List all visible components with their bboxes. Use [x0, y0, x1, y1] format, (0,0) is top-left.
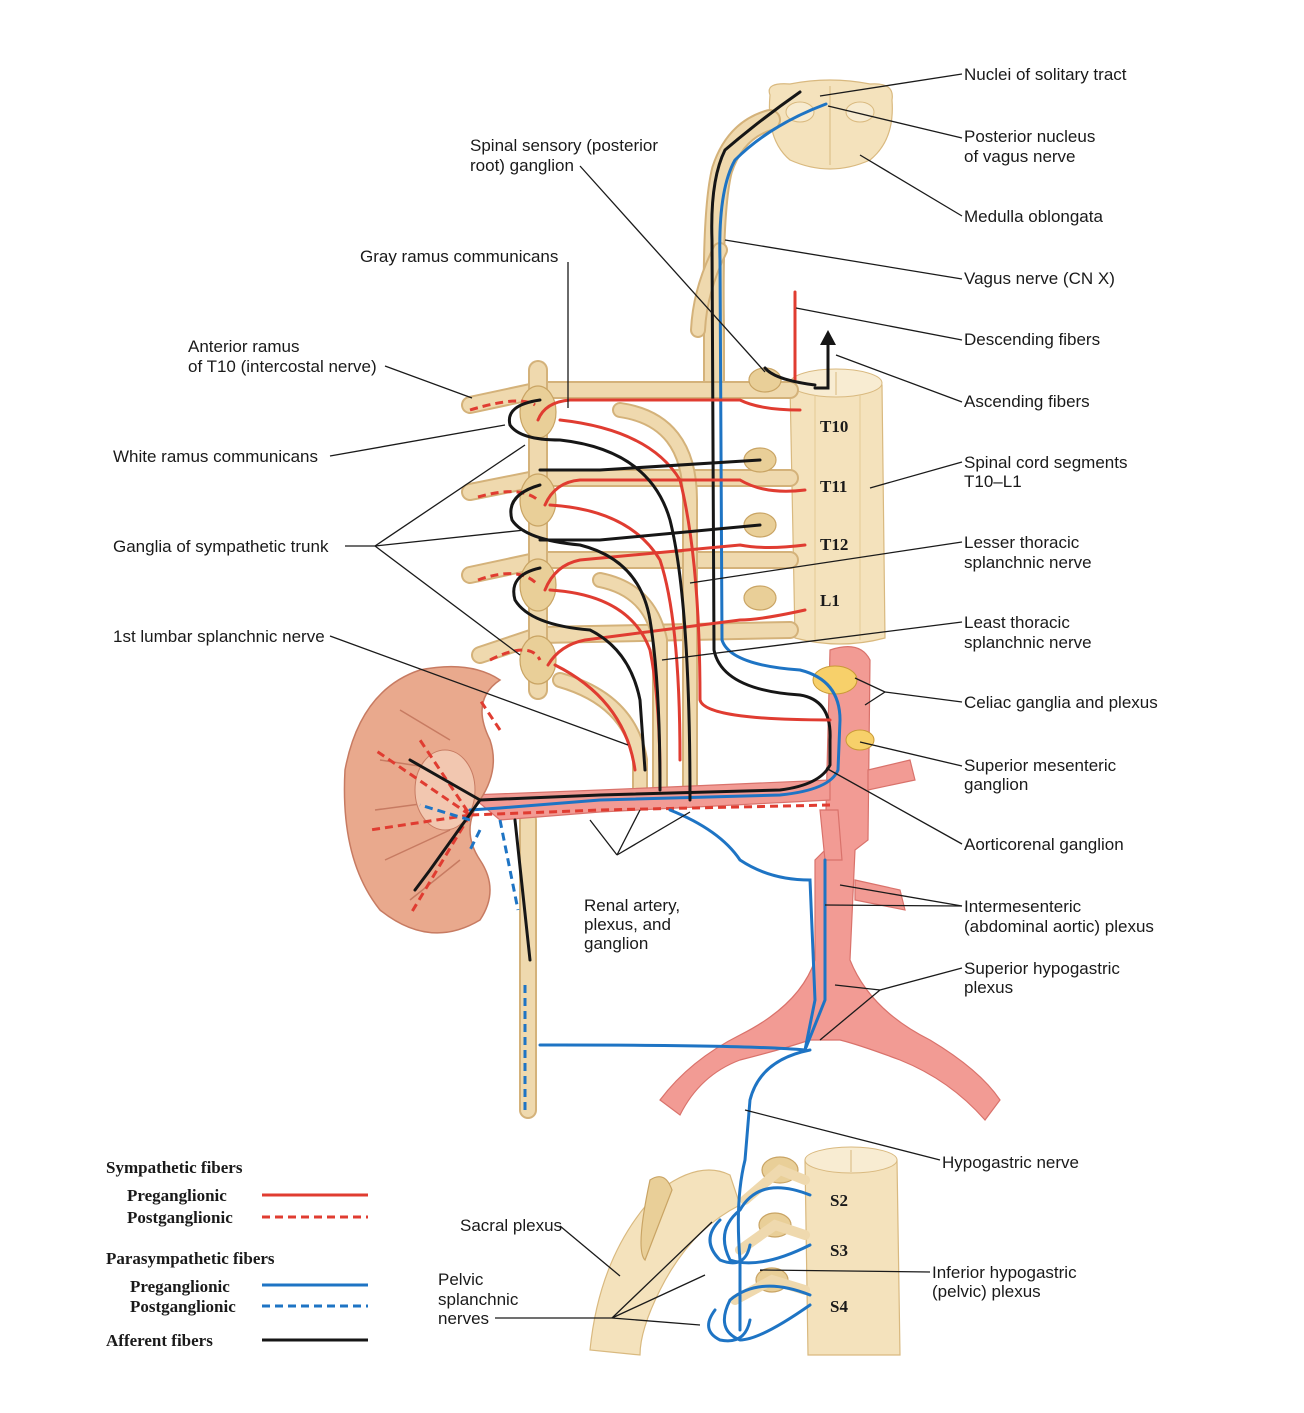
segment-s3: S3	[830, 1241, 848, 1260]
label-spinal-sensory-ganglion-line2: root) ganglion	[470, 156, 574, 175]
spinal-cord-t10-l1	[789, 368, 886, 645]
label-ganglia-sympathetic-trunk: Ganglia of sympathetic trunk	[113, 537, 329, 556]
label-nuclei-solitary-tract: Nuclei of solitary tract	[964, 65, 1127, 84]
label-inferior-hypogastric: Inferior hypogastric	[932, 1263, 1077, 1282]
label-gray-ramus: Gray ramus communicans	[360, 247, 558, 266]
label-superior-mesenteric-line2: ganglion	[964, 775, 1028, 794]
label-spinal-cord-segments-line2: T10–L1	[964, 472, 1022, 491]
sympathetic-postganglionic-fibers	[369, 399, 831, 916]
label-spinal-cord-segments: Spinal cord segments	[964, 453, 1127, 472]
label-least-splanchnic: Least thoracic	[964, 613, 1070, 632]
label-spinal-sensory-ganglion: Spinal sensory (posterior	[470, 136, 658, 155]
segment-t10: T10	[820, 417, 848, 436]
label-white-ramus: White ramus communicans	[113, 447, 318, 466]
label-sacral-plexus: Sacral plexus	[460, 1216, 562, 1235]
label-lesser-splanchnic-line2: splanchnic nerve	[964, 553, 1092, 572]
abdominal-aorta	[468, 646, 1001, 1121]
label-least-splanchnic-line2: splanchnic nerve	[964, 633, 1092, 652]
label-superior-mesenteric: Superior mesenteric	[964, 756, 1117, 775]
label-vagus-nerve: Vagus nerve (CN X)	[964, 269, 1115, 288]
segment-t11: T11	[820, 477, 847, 496]
label-pelvic-splanchnic-line2: splanchnic	[438, 1290, 519, 1309]
label-inferior-hypogastric-line2: (pelvic) plexus	[932, 1282, 1041, 1301]
label-ascending-fibers: Ascending fibers	[964, 392, 1090, 411]
label-superior-hypogastric-line2: plexus	[964, 978, 1013, 997]
vagus-parasympathetic-fiber	[468, 102, 842, 812]
label-aorticorenal-ganglion: Aorticorenal ganglion	[964, 835, 1124, 854]
label-hypogastric-nerve: Hypogastric nerve	[942, 1153, 1079, 1172]
leader-lines	[329, 73, 963, 1326]
spinal-cord-sacral	[804, 1146, 901, 1356]
legend-parasympathetic-title: Parasympathetic fibers	[106, 1249, 275, 1268]
legend-symp-post-label: Postganglionic	[127, 1208, 233, 1227]
label-posterior-nucleus-line2: of vagus nerve	[964, 147, 1076, 166]
label-anterior-ramus-line2: of T10 (intercostal nerve)	[188, 357, 377, 376]
spinal-afferent-fibers	[408, 366, 817, 962]
label-intermesenteric: Intermesenteric	[964, 897, 1082, 916]
parasympathetic-fibers-lower	[419, 803, 827, 1343]
label-pelvic-splanchnic-line3: nerves	[438, 1309, 489, 1328]
segment-s4: S4	[830, 1297, 848, 1316]
legend-sympathetic-title: Sympathetic fibers	[106, 1158, 243, 1177]
label-lumbar-splanchnic: 1st lumbar splanchnic nerve	[113, 627, 325, 646]
label-medulla-oblongata: Medulla oblongata	[964, 207, 1103, 226]
legend-afferent-label: Afferent fibers	[106, 1331, 213, 1350]
label-renal-artery-line2: plexus, and	[584, 915, 671, 934]
label-superior-hypogastric: Superior hypogastric	[964, 959, 1120, 978]
label-intermesenteric-line2: (abdominal aortic) plexus	[964, 917, 1154, 936]
label-renal-artery-line3: ganglion	[584, 934, 648, 953]
segment-t12: T12	[820, 535, 848, 554]
label-descending-fibers: Descending fibers	[964, 330, 1100, 349]
segment-s2: S2	[830, 1191, 848, 1210]
legend: Sympathetic fibers Preganglionic Postgan…	[106, 1158, 368, 1350]
label-pelvic-splanchnic: Pelvic	[438, 1270, 484, 1289]
segment-l1: L1	[820, 591, 840, 610]
medulla-oblongata	[768, 79, 893, 170]
legend-symp-pre-label: Preganglionic	[127, 1186, 227, 1205]
label-posterior-nucleus: Posterior nucleus	[964, 127, 1095, 146]
legend-para-pre-label: Preganglionic	[130, 1277, 230, 1296]
label-anterior-ramus: Anterior ramus	[188, 337, 299, 356]
ascending-fiber	[813, 338, 830, 390]
vagus-afferent-fiber	[478, 90, 832, 802]
legend-para-post-label: Postganglionic	[130, 1297, 236, 1316]
label-celiac-ganglia: Celiac ganglia and plexus	[964, 693, 1158, 712]
label-renal-artery: Renal artery,	[584, 896, 680, 915]
label-lesser-splanchnic: Lesser thoracic	[964, 533, 1080, 552]
